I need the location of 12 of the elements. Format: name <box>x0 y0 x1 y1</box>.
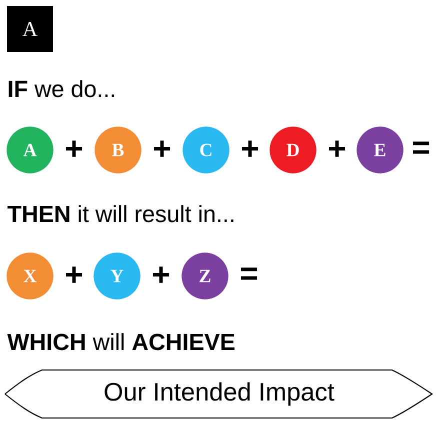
heading: WHICH will ACHIEVE <box>7 333 234 350</box>
operator-sign: + <box>66 140 82 157</box>
operator-sign: + <box>66 266 82 283</box>
heading: THEN it will result in... <box>8 205 234 222</box>
operator-sign: + <box>153 266 170 283</box>
operator-sign: + <box>242 140 258 157</box>
operator-sign: + <box>329 140 346 157</box>
heading: IF we do... <box>8 80 114 98</box>
operator-sign: = <box>241 268 258 280</box>
banner-arrow: Our Intended Impact <box>4 369 433 419</box>
letter-square: A <box>7 6 53 52</box>
operator-sign: + <box>154 140 170 157</box>
